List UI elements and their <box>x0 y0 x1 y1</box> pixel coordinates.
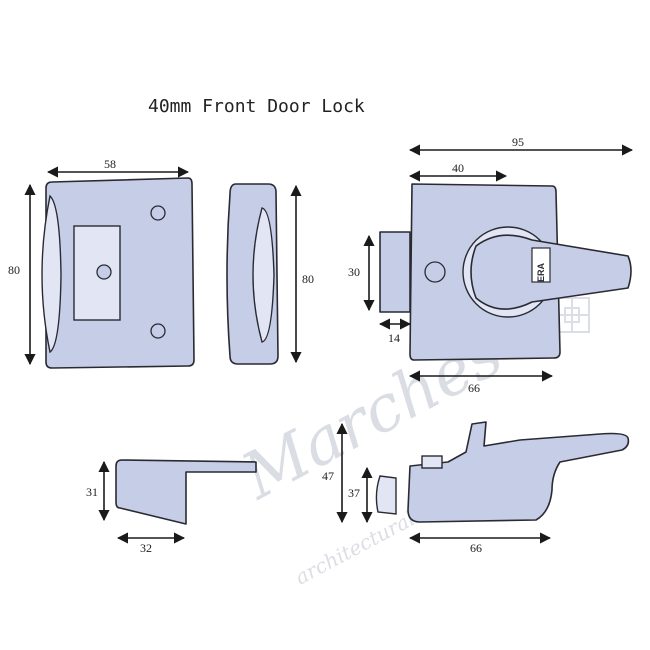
profile-view <box>375 421 630 523</box>
screw-hole-top <box>150 205 166 221</box>
keep-view <box>115 459 257 525</box>
screw-hole-bottom <box>150 323 166 339</box>
dim-profile-case-height: 37 <box>348 486 360 500</box>
dim-overall-width: 95 <box>512 135 524 149</box>
dim-case-width: 66 <box>468 381 480 395</box>
profile-bolt <box>375 475 397 515</box>
front-view <box>41 177 195 369</box>
case-cylinder-hole <box>424 261 446 283</box>
dim-front-height: 80 <box>8 263 20 277</box>
side-view <box>226 183 279 365</box>
era-badge-text: ERA <box>536 262 546 282</box>
dim-keep-width: 32 <box>140 541 152 555</box>
dim-profile-total-height: 47 <box>322 469 334 483</box>
dim-profile-width: 66 <box>470 541 482 555</box>
cylinder-hole <box>96 264 112 280</box>
profile-knob <box>421 455 443 469</box>
front-thumb-curve <box>41 194 62 354</box>
side-curve <box>252 207 275 343</box>
snib-lever <box>470 234 632 310</box>
dim-bolt-projection: 14 <box>388 331 400 345</box>
dim-front-width: 58 <box>104 157 116 171</box>
dim-bolt-height: 30 <box>348 265 360 279</box>
diagram-title: 40mm Front Door Lock <box>148 96 365 117</box>
latch-bolt <box>379 231 411 313</box>
dim-case-offset: 40 <box>452 161 464 175</box>
dim-side-height: 80 <box>302 272 314 286</box>
dim-keep-height: 31 <box>86 485 98 499</box>
era-badge-icon: ERA <box>531 247 551 283</box>
case-view: ERA <box>379 183 632 361</box>
profile-body <box>407 421 630 523</box>
